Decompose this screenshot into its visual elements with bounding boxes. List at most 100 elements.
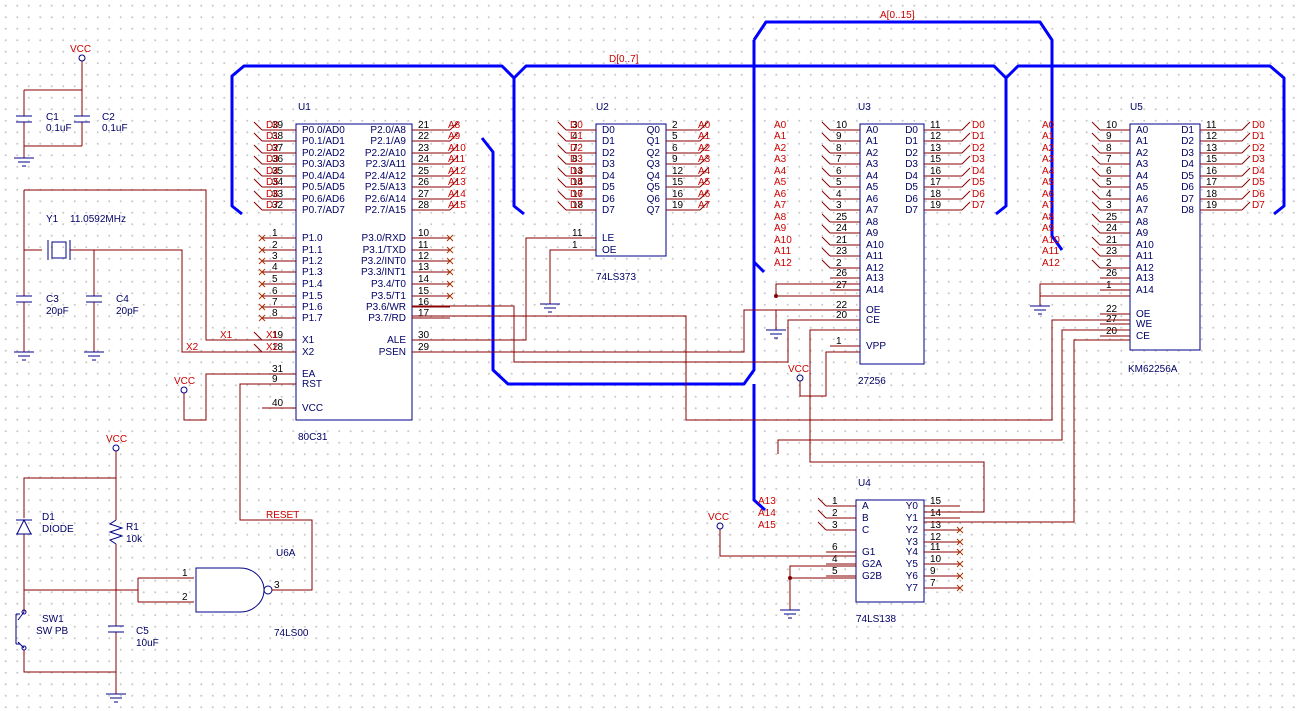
u3-pin-name: A14 <box>866 285 884 296</box>
u5-bus-entry <box>1091 236 1101 246</box>
x1-net: X1 <box>220 330 233 341</box>
u5-net-label: D4 <box>1252 166 1265 177</box>
u4-net-label: A13 <box>758 496 776 507</box>
u4-ref: U4 <box>858 478 871 489</box>
nand-gate-u6a[interactable]: 1 2 3 RESET U6A 74LS00 <box>182 383 313 639</box>
u4-pin-num: 5 <box>832 566 838 577</box>
no-connect-mark <box>258 257 266 265</box>
u2-part: 74LS373 <box>596 272 636 283</box>
u5-net-label: A7 <box>1042 200 1055 211</box>
u5-pin-name: D1 <box>1181 125 1194 136</box>
u3-net-label: D0 <box>972 120 985 131</box>
u1-pin-name: X2 <box>302 347 315 358</box>
u3-pin-num: 15 <box>930 154 942 165</box>
u1-bus-entry <box>253 155 263 165</box>
u4-pin-num: 11 <box>930 542 941 553</box>
u1-net-label: A13 <box>448 177 466 188</box>
u3-pin-name: D6 <box>905 194 918 205</box>
u3-bus-entry <box>961 201 971 211</box>
u5-pin-num: 12 <box>1206 131 1218 142</box>
reset-circuit: VCC D1 DIODE R1 10k SW1 SW PB C5 10uF <box>15 434 194 703</box>
u5-pin-name: A6 <box>1136 194 1149 205</box>
u1-bus-entry <box>449 144 459 154</box>
u3-pin-name: CE <box>866 315 880 326</box>
u1-bus-entry <box>449 167 459 177</box>
u3-pin-name: D0 <box>905 125 918 136</box>
u5-bus-entry <box>1241 144 1251 154</box>
u2-bus-entry <box>557 121 567 131</box>
u3-pin-num: 9 <box>836 131 842 142</box>
u1-body[interactable] <box>295 123 413 421</box>
u1-pin-num: 19 <box>272 330 284 341</box>
u5-bus-entry <box>1091 213 1101 223</box>
u4-pin-num: 4 <box>832 554 838 565</box>
u4-pin-name: Y1 <box>906 513 919 524</box>
c2-ref: C2 <box>102 112 115 123</box>
u5-bus-entry <box>1091 121 1101 131</box>
u5-net-label: A5 <box>1042 177 1055 188</box>
u4-pin-num: 7 <box>930 578 936 589</box>
u2-pin-num: 15 <box>672 177 684 188</box>
u3-net-label: A11 <box>774 246 791 257</box>
u2-pin-name: D6 <box>602 194 615 205</box>
u2-pin-name: D5 <box>602 182 615 193</box>
u3-pin-num: 21 <box>836 235 848 246</box>
u4-body[interactable] <box>855 499 925 603</box>
u2-body[interactable] <box>595 123 667 257</box>
u1-pin-name: P2.7/A15 <box>365 205 407 216</box>
u1-pin-num: 24 <box>418 154 430 165</box>
u1-pin-name: P2.5/A13 <box>365 182 407 193</box>
u3-net-label: A6 <box>774 189 787 200</box>
u5-net-label: D2 <box>1252 143 1265 154</box>
u1-pin-name: P3.1/TXD <box>363 245 406 256</box>
u3-bus-entry <box>961 155 971 165</box>
u5-bus-entry <box>1241 201 1251 211</box>
u3-pin-name: D5 <box>905 182 918 193</box>
u1-pin-name: P2.1/A9 <box>370 136 406 147</box>
no-connect-mark <box>956 560 964 568</box>
u2-net-label: D1 <box>570 131 583 142</box>
u3-pin-num: 6 <box>836 166 842 177</box>
u3-pin-num: 16 <box>930 166 942 177</box>
u5-pin-num: 22 <box>1106 304 1118 315</box>
u2-bus-entry <box>699 121 709 131</box>
u5-net-label: D0 <box>1252 120 1265 131</box>
u3-pin-name: A7 <box>866 205 879 216</box>
u3-pin-name: A3 <box>866 159 879 170</box>
u1-pin-name: P0.6/AD6 <box>302 194 345 205</box>
u1-pin-name: P3.3/INT1 <box>361 267 406 278</box>
u1-pin-name: P1.2 <box>302 256 323 267</box>
u3-pin-num: 1 <box>836 336 842 347</box>
u1-pin-num: 11 <box>418 240 429 251</box>
u1-bus-entry <box>449 201 459 211</box>
u5-net-label: D5 <box>1252 177 1265 188</box>
vcc-port-1 <box>78 54 86 62</box>
u4-pin-name: G2A <box>862 559 882 570</box>
u1-bus-entry <box>449 190 459 200</box>
u1-pin-num: 4 <box>272 262 278 273</box>
data-bus: D[0..7] <box>230 54 1286 216</box>
c5-ref: C5 <box>136 626 149 637</box>
u5-net-label: A4 <box>1042 166 1055 177</box>
decoupling-caps: VCC C1 0.1uF C2 0.1uF <box>14 44 128 167</box>
u3-body[interactable] <box>859 123 925 365</box>
u1-net-label: A10 <box>448 143 466 154</box>
u4-pin-name: Y2 <box>906 525 919 536</box>
u1-pin-name: EA <box>302 369 316 380</box>
u5-pin-name: WE <box>1136 319 1152 330</box>
u1-pin-name: P3.0/RXD <box>362 233 406 244</box>
u1-pin-name: P0.0/AD0 <box>302 125 345 136</box>
u5-net-label: D3 <box>1252 154 1265 165</box>
u3-pin-num: 22 <box>836 300 848 311</box>
u2-net-label: D4 <box>570 166 583 177</box>
u2-pin-name: Q1 <box>647 136 661 147</box>
u5-body[interactable] <box>1129 123 1201 351</box>
no-connect-mark <box>258 234 266 242</box>
c3-val: 20pF <box>46 306 69 317</box>
u2-pin-num: 16 <box>672 189 684 200</box>
u4-pin-name: B <box>862 513 869 524</box>
u2-pin-num: 12 <box>672 166 684 177</box>
u5-bus-entry <box>1091 190 1101 200</box>
u3-pin-num: 8 <box>836 143 842 154</box>
